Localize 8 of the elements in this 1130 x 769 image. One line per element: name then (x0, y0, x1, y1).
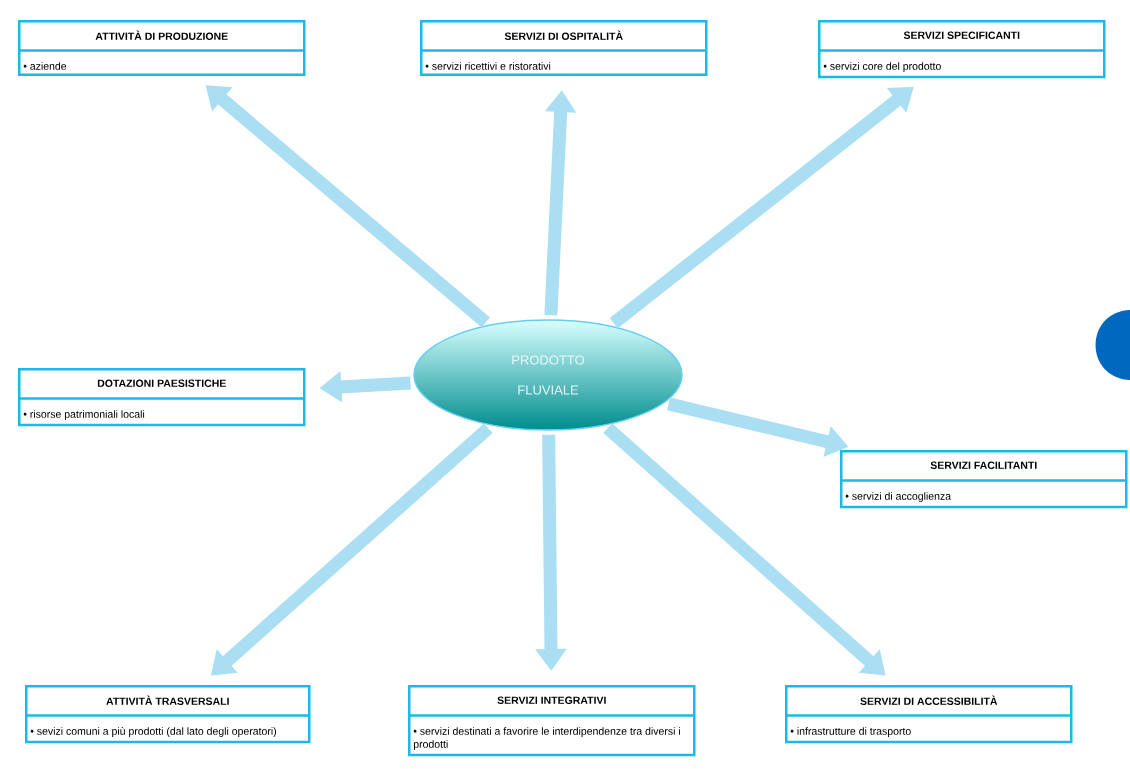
category-box: SERVIZI INTEGRATIVI • servizi destinati a favorire le interdipendenze tra diversi i prodotti (408, 685, 696, 757)
category-box: SERVIZI SPECIFICANTI • servizi core del prodotto (818, 20, 1106, 79)
category-box: DOTAZIONI PAESISTICHE • risorse patrimoniali locali (18, 368, 306, 427)
category-box: ATTIVITÀ TRASVERSALI • sevizi comuni a più prodotti (dal lato degli operatori) (25, 685, 311, 744)
category-box: SERVIZI DI OSPITALITÀ • servizi ricettivi e ristorativi (420, 20, 708, 77)
category-box: SERVIZI FACILITANTI • servizi di accoglienza (840, 450, 1128, 509)
category-box: ATTIVITÀ DI PRODUZIONE • aziende (18, 20, 306, 77)
category-box: SERVIZI DI ACCESSIBILITÀ • infrastrutture di trasporto (785, 685, 1073, 744)
